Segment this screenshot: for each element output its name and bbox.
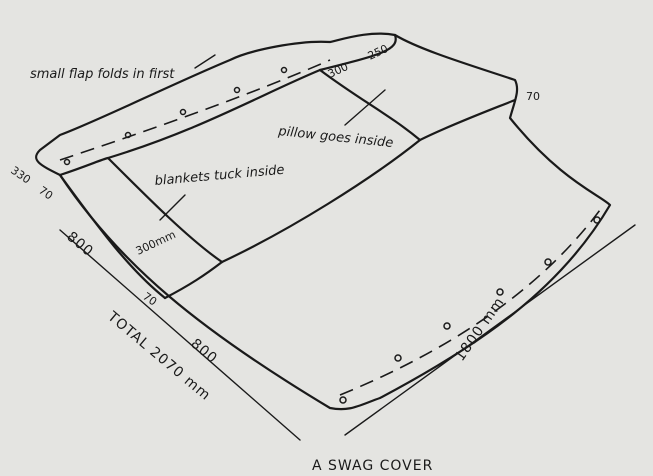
dim-blanket-pocket: 300mm [134, 228, 178, 258]
blanket-pocket-side [106, 156, 224, 264]
pillow-flap-edge [318, 33, 397, 72]
blanket-pocket-bottom [220, 138, 422, 264]
dim-pillow-pocket-b: 250 [366, 42, 391, 63]
dimension-line-length [59, 229, 301, 441]
blanket-arrow [159, 194, 186, 221]
dim-width: 1800 mm [452, 294, 508, 364]
pillow-flap-lower [318, 68, 517, 142]
left-fold-edge [58, 173, 167, 300]
eyelets [63, 66, 601, 404]
eyelet-line-top [59, 59, 331, 161]
swag-outline [35, 32, 612, 411]
dim-pillow-fold: 70 [526, 90, 540, 103]
dim-flap-fold: 70 [36, 184, 55, 203]
flap-arrow [194, 54, 216, 69]
pillow-arrow [344, 89, 386, 126]
dim-flap-width: 330 [8, 164, 33, 187]
dim-top-length: 800 [63, 229, 96, 260]
label-blankets: blankets tuck inside [154, 163, 285, 189]
flap-fold-line [58, 68, 322, 177]
middle-fold-line [163, 260, 224, 300]
eyelet-line-side [339, 209, 601, 396]
dim-middle-fold: 70 [140, 290, 159, 309]
dim-bottom-length: 800 [187, 336, 220, 367]
diagram-title: A SWAG COVER [312, 458, 433, 474]
dimension-line-width [344, 224, 636, 436]
label-small-flap: small flap folds in first [30, 67, 175, 82]
label-pillow: pillow goes inside [277, 124, 394, 151]
